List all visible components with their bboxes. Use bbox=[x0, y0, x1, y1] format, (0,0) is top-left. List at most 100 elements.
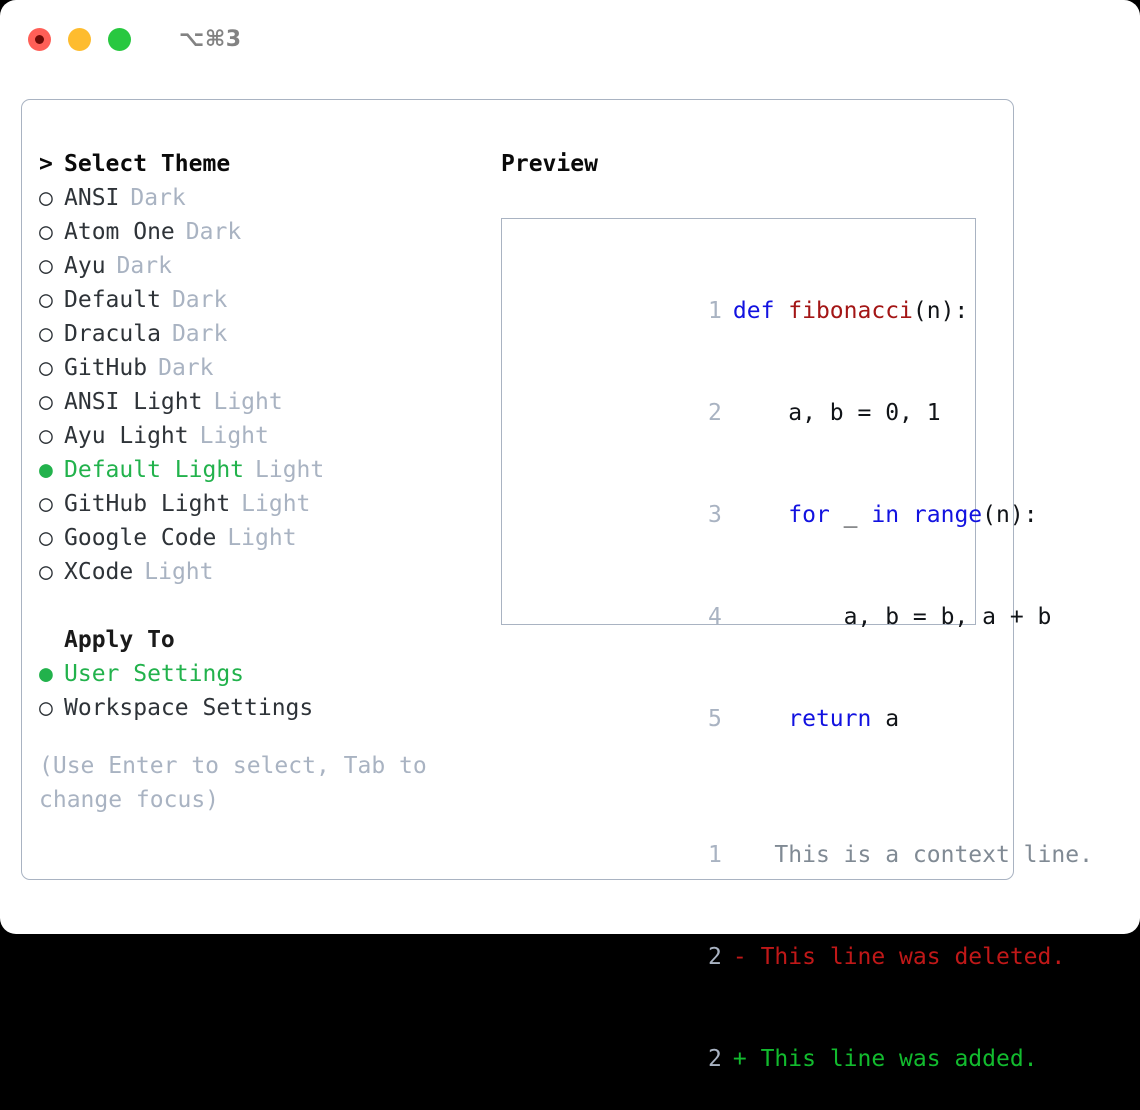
line-number: 4 bbox=[708, 604, 722, 630]
keyboard-hint-text: (Use Enter to select, Tab to change focu… bbox=[39, 753, 427, 813]
code-line: 5 return a bbox=[514, 668, 969, 770]
apply-to-item-user-settings[interactable]: ● User Settings bbox=[39, 657, 489, 691]
code-token-keyword: in bbox=[871, 502, 900, 528]
radio-selected-icon[interactable]: ● bbox=[39, 457, 53, 483]
radio-unselected-icon[interactable]: ○ bbox=[39, 389, 53, 415]
radio-unselected-icon[interactable]: ○ bbox=[39, 355, 53, 381]
list-spacer bbox=[39, 589, 489, 623]
theme-list-item-default-light[interactable]: ● Default Light Light bbox=[39, 453, 489, 487]
theme-name: Default bbox=[64, 287, 161, 313]
select-theme-header-label: Select Theme bbox=[64, 151, 231, 177]
diff-text: This line was added. bbox=[746, 1046, 1038, 1072]
code-token-plain: (n): bbox=[912, 298, 969, 324]
code-token-plain bbox=[733, 706, 788, 732]
apply-to-item-workspace-settings[interactable]: ○ Workspace Settings bbox=[39, 691, 489, 725]
code-token-keyword: for bbox=[788, 502, 830, 528]
theme-name: Dracula bbox=[64, 321, 161, 347]
theme-name: Ayu Light bbox=[64, 423, 189, 449]
diff-line-context: 1 This is a context line. bbox=[514, 804, 1093, 906]
theme-tag: Light bbox=[144, 559, 214, 585]
panel-columns: > Select Theme ○ ANSI Dark ○ Atom One Da… bbox=[22, 100, 1093, 1072]
apply-to-label: Workspace Settings bbox=[64, 695, 314, 721]
code-token-plain: a, b = b, a + b bbox=[732, 604, 1052, 630]
theme-name: GitHub bbox=[64, 355, 148, 381]
diff-text: This is a context line. bbox=[746, 842, 1093, 868]
radio-unselected-icon[interactable]: ○ bbox=[39, 321, 53, 347]
apply-to-header: ○ Apply To bbox=[39, 623, 489, 657]
theme-tag: Light bbox=[255, 457, 325, 483]
theme-name: GitHub Light bbox=[64, 491, 231, 517]
radio-unselected-icon[interactable]: ○ bbox=[39, 219, 53, 245]
theme-selector-column: > Select Theme ○ ANSI Dark ○ Atom One Da… bbox=[39, 147, 489, 817]
preview-title: Preview bbox=[501, 151, 598, 177]
theme-tag: Light bbox=[213, 389, 283, 415]
close-button-icon[interactable] bbox=[28, 27, 51, 51]
theme-list-item-dracula[interactable]: ○ Dracula Dark bbox=[39, 317, 489, 351]
code-token-function: fibonacci bbox=[788, 298, 913, 324]
code-token-plain bbox=[733, 502, 788, 528]
code-token-plain bbox=[899, 502, 913, 528]
theme-name: Google Code bbox=[64, 525, 217, 551]
radio-unselected-icon[interactable]: ○ bbox=[39, 559, 53, 585]
theme-list-item-google-code[interactable]: ○ Google Code Light bbox=[39, 521, 489, 555]
theme-list-item-ayu-light[interactable]: ○ Ayu Light Light bbox=[39, 419, 489, 453]
radio-unselected-icon[interactable]: ○ bbox=[39, 491, 53, 517]
theme-tag: Light bbox=[199, 423, 269, 449]
select-theme-header: > Select Theme bbox=[39, 147, 489, 181]
radio-selected-icon[interactable]: ● bbox=[39, 661, 53, 687]
code-token-keyword: def bbox=[732, 298, 789, 324]
theme-list-item-xcode[interactable]: ○ XCode Light bbox=[39, 555, 489, 589]
theme-list-item-ansi[interactable]: ○ ANSI Dark bbox=[39, 181, 489, 215]
radio-unselected-icon[interactable]: ○ bbox=[39, 423, 53, 449]
code-token-builtin: range bbox=[912, 502, 983, 528]
radio-unselected-icon[interactable]: ○ bbox=[39, 287, 53, 313]
code-token-plain: (n): bbox=[982, 502, 1038, 528]
code-line: 1 def fibonacci(n): bbox=[514, 260, 969, 362]
theme-list-item-default[interactable]: ○ Default Dark bbox=[39, 283, 489, 317]
theme-list-item-ayu[interactable]: ○ Ayu Dark bbox=[39, 249, 489, 283]
theme-list-item-github-light[interactable]: ○ GitHub Light Light bbox=[39, 487, 489, 521]
theme-tag: Dark bbox=[171, 287, 228, 313]
radio-unselected-icon[interactable]: ○ bbox=[39, 525, 53, 551]
theme-list-item-github[interactable]: ○ GitHub Dark bbox=[39, 351, 489, 385]
apply-to-label: User Settings bbox=[64, 661, 245, 687]
line-number: 2 bbox=[708, 944, 722, 970]
code-token-keyword: return bbox=[788, 706, 872, 732]
theme-name: ANSI Light bbox=[64, 389, 203, 415]
maximize-button-icon[interactable] bbox=[108, 27, 131, 51]
diff-text: This line was deleted. bbox=[746, 944, 1066, 970]
theme-tag: Dark bbox=[130, 185, 186, 211]
theme-tag: Light bbox=[241, 491, 311, 517]
line-number: 2 bbox=[708, 1046, 722, 1072]
window-controls bbox=[28, 27, 131, 51]
diff-line-deleted: 2- This line was deleted. bbox=[514, 906, 1065, 1008]
theme-name: Ayu bbox=[64, 253, 106, 279]
theme-list-item-ansi-light[interactable]: ○ ANSI Light Light bbox=[39, 385, 489, 419]
code-line: 3 for _ in range(n): bbox=[514, 464, 1038, 566]
radio-unselected-icon[interactable]: ○ bbox=[39, 695, 53, 721]
radio-unselected-icon[interactable]: ○ bbox=[39, 185, 53, 211]
theme-name: ANSI bbox=[64, 185, 120, 211]
theme-name: Atom One bbox=[64, 219, 175, 245]
apply-to-marker-placeholder: ○ bbox=[39, 623, 64, 657]
code-token-plain: a, b = 0, 1 bbox=[732, 400, 941, 426]
line-number: 1 bbox=[708, 298, 722, 324]
diff-spacer bbox=[514, 770, 969, 804]
diff-sign: - bbox=[732, 944, 747, 970]
radio-unselected-icon[interactable]: ○ bbox=[39, 253, 53, 279]
diff-sign bbox=[733, 842, 747, 868]
minimize-button-icon[interactable] bbox=[68, 27, 91, 51]
window-title: ⌥⌘3 bbox=[179, 26, 242, 52]
code-line: 4 a, b = b, a + b bbox=[514, 566, 1051, 668]
code-token-plain: a bbox=[871, 706, 900, 732]
theme-list-item-atom-one[interactable]: ○ Atom One Dark bbox=[39, 215, 489, 249]
theme-tag: Dark bbox=[171, 321, 228, 347]
theme-name: XCode bbox=[64, 559, 134, 585]
theme-tag: Light bbox=[227, 525, 297, 551]
theme-tag: Dark bbox=[185, 219, 242, 245]
code-line: 2 a, b = 0, 1 bbox=[514, 362, 969, 464]
theme-tag: Dark bbox=[158, 355, 214, 381]
